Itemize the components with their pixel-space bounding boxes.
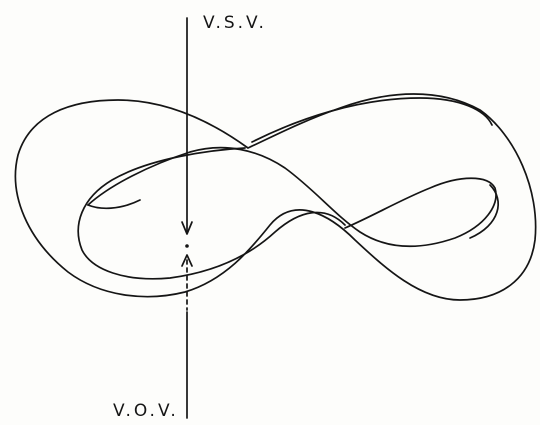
axis-dot — [185, 244, 189, 248]
up-arrow-head — [181, 254, 193, 267]
right-inner-curl — [469, 184, 499, 239]
upper-right-sheet-edge — [251, 97, 493, 143]
bottom-label: V.O.V. — [113, 401, 179, 421]
outer-ribbon-edge — [14, 93, 537, 301]
down-arrow-head — [181, 221, 193, 235]
left-inner-curl — [87, 199, 141, 210]
inner-left-lobe-edge — [77, 147, 346, 280]
inner-ribbon-edge — [87, 146, 497, 248]
top-label: V.S.V. — [203, 13, 267, 33]
